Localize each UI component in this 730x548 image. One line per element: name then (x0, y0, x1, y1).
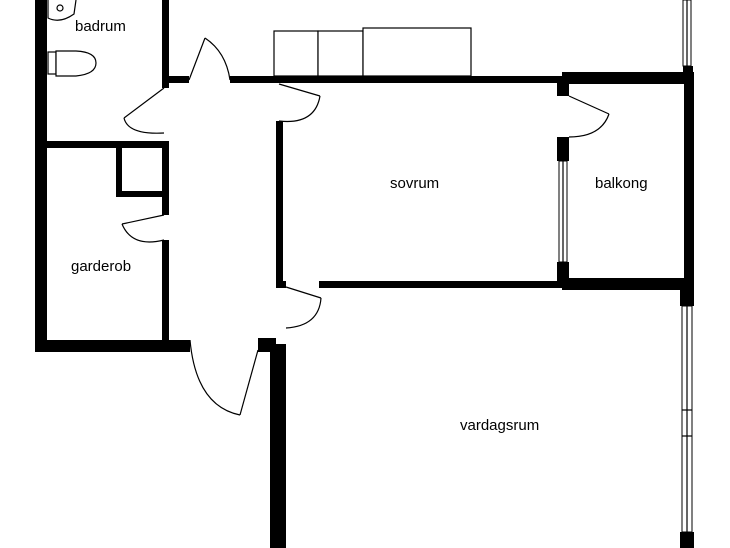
balcony-door (568, 95, 610, 138)
living-room-door (285, 286, 322, 329)
toilet (47, 50, 97, 77)
bathroom-sink (47, 0, 77, 21)
corridor-door (188, 37, 231, 81)
room-label-bathroom: badrum (75, 18, 126, 35)
room-label-balcony: balkong (595, 175, 648, 192)
room-label-living-room: vardagsrum (460, 417, 539, 434)
bathroom-door (123, 87, 165, 134)
bedroom-door (278, 83, 321, 123)
room-label-bedroom: sovrum (390, 175, 439, 192)
walls (35, 0, 694, 548)
windows (558, 0, 693, 533)
wardrobe-door (121, 214, 165, 243)
room-label-wardrobe: garderob (71, 258, 131, 275)
doors (121, 37, 610, 416)
kitchen-counter (273, 27, 472, 77)
entrance-door (189, 339, 259, 416)
